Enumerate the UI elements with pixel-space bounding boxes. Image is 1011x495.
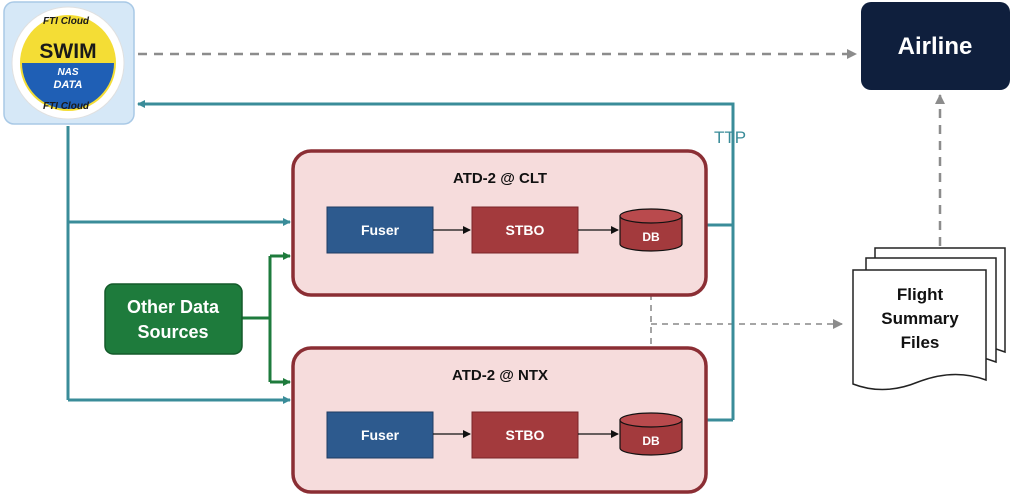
fuser-box-clt [326, 206, 434, 254]
stbo-label-clt: STBO [506, 222, 545, 238]
other-sources-line1: Other Data [127, 297, 220, 317]
fuser-label-ntx: Fuser [361, 427, 400, 443]
fuser-label-clt: Fuser [361, 222, 400, 238]
db-cylinder-ntx: DB [619, 412, 683, 456]
document-sheet-front [852, 269, 987, 391]
files-line1: Flight [897, 285, 944, 304]
files-line2: Summary [881, 309, 959, 328]
dashed-connectors [138, 49, 945, 246]
swim-ring-bottom: FTI Cloud [43, 101, 90, 112]
swim-logo-blue [22, 63, 114, 109]
swim-box: FTI Cloud FTI Cloud SWIM NAS DATA [3, 1, 135, 125]
stbo-label-ntx: STBO [506, 427, 545, 443]
green-connectors [242, 252, 291, 386]
flight-summary-files: Flight Summary Files [852, 247, 1006, 391]
site-ntx-title: ATD-2 @ NTX [452, 367, 548, 384]
site-clt: ATD-2 @ CLT Fuser STBO DB [291, 149, 708, 297]
stbo-box-ntx [471, 411, 579, 459]
other-data-sources-box: Other Data Sources [104, 283, 243, 355]
site-clt-title: ATD-2 @ CLT [453, 170, 547, 187]
other-sources-line2: Sources [137, 322, 208, 342]
swim-ring-top: FTI Cloud [43, 16, 90, 27]
stbo-box-clt [471, 206, 579, 254]
teal-connectors [66, 100, 735, 422]
db-cylinder-clt: DB [619, 208, 683, 252]
fuser-box-ntx [326, 411, 434, 459]
site-ntx: ATD-2 @ NTX Fuser STBO DB [291, 346, 708, 494]
files-line3: Files [901, 333, 940, 352]
airline-label: Airline [898, 33, 973, 60]
ttp-label: TTP [714, 128, 746, 147]
db-label-ntx: DB [642, 434, 660, 448]
db-label-clt: DB [642, 230, 660, 244]
swim-title: SWIM [39, 40, 96, 63]
ttp-return-line [137, 100, 735, 227]
swim-sub-nas: NAS [57, 67, 78, 78]
airline-box: Airline [861, 2, 1010, 90]
swim-sub-data: DATA [54, 79, 83, 91]
